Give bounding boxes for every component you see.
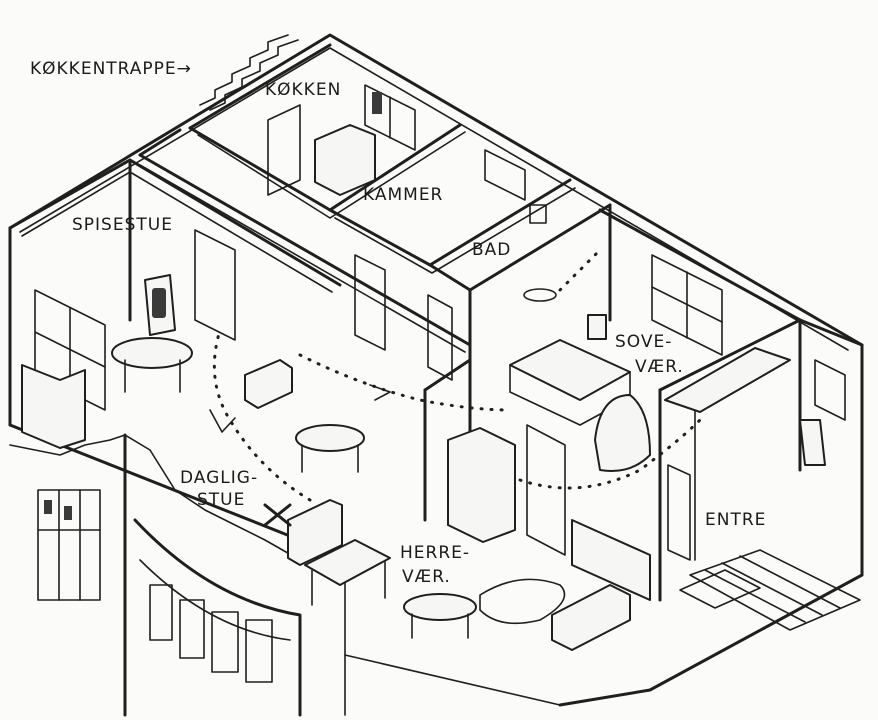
label-living-line2: STUE	[197, 490, 245, 510]
route-arrow-right	[369, 384, 391, 401]
armchair	[594, 394, 651, 472]
sofa	[551, 584, 631, 651]
bedroom-back-wall	[598, 208, 864, 347]
double-bed	[509, 339, 631, 401]
curved-bay	[133, 518, 302, 717]
back-wall-inner	[19, 47, 849, 351]
bay-windows	[149, 584, 273, 683]
partitions	[8, 43, 864, 602]
bay-window-1	[149, 584, 173, 641]
corridor-wall	[138, 153, 472, 347]
route-corridor	[298, 353, 512, 412]
route-bedroom	[518, 418, 702, 490]
entre-door	[667, 464, 691, 561]
kitchen-window	[364, 84, 416, 151]
label-kitchen-stairs: KØKKENTRAPPE→	[30, 59, 192, 79]
floor-front-line	[344, 654, 561, 706]
corridor-top	[138, 128, 182, 157]
chamber-window	[484, 149, 526, 201]
sideboard	[21, 364, 86, 449]
entre-window	[814, 359, 846, 421]
lower-facade	[9, 433, 561, 717]
label-living-line1: DAGLIG-	[180, 468, 258, 488]
doors	[194, 104, 691, 561]
right-floor-edge	[558, 573, 864, 707]
bay-window-2	[179, 599, 205, 659]
kitchen-stairs	[199, 34, 299, 111]
bedroom-front-wall	[658, 318, 802, 392]
route-bath	[558, 248, 602, 292]
nightstand	[587, 314, 607, 340]
label-dining-room: SPISESTUE	[72, 215, 173, 235]
position-marker-x	[263, 503, 292, 527]
washbasin	[523, 288, 557, 302]
label-bedroom-line1: SOVE-	[615, 332, 672, 352]
dining-door	[194, 229, 236, 341]
bay-window-3	[211, 611, 239, 673]
hall-stand	[799, 419, 826, 466]
label-study-line1: HERRE-	[400, 543, 470, 563]
circulation-route	[209, 248, 702, 527]
desk	[287, 499, 343, 566]
study-post-top	[423, 358, 472, 392]
dining-table	[111, 337, 193, 369]
facade-window-left	[37, 489, 101, 601]
kitchen-wall-left	[188, 43, 332, 130]
cutaway-edge	[9, 434, 301, 561]
label-kitchen: KØKKEN	[265, 80, 341, 100]
corridor-door-2	[427, 294, 453, 381]
chamber-front-wall-inner	[334, 187, 576, 274]
curved-bay-inner	[139, 559, 291, 641]
kitchen-door	[267, 104, 301, 196]
back-wall	[8, 33, 864, 347]
dining-back-wall	[8, 158, 342, 287]
bay-window-4	[245, 619, 273, 683]
furniture	[21, 124, 826, 651]
dining-back-wall-inner	[21, 171, 333, 293]
label-bath: BAD	[472, 240, 511, 260]
label-study-line2: VÆR.	[402, 567, 451, 587]
side-cabinet	[244, 359, 293, 409]
bedroom-window	[651, 254, 723, 356]
wardrobe	[447, 427, 516, 543]
hall-bench	[664, 347, 791, 413]
route-arrow-up	[209, 409, 236, 433]
corridor-wall-inner	[139, 164, 466, 353]
bookcase	[571, 519, 651, 601]
door-mat	[679, 569, 761, 609]
label-chamber: KAMMER	[363, 185, 443, 205]
kitchen-front-wall-inner	[197, 131, 466, 219]
room-labels: KØKKENTRAPPE→ KØKKEN KAMMER SPISESTUE BA…	[30, 59, 766, 587]
label-entrance: ENTRE	[705, 510, 766, 530]
label-bedroom-line2: VÆR.	[635, 357, 684, 377]
corridor-door-1	[354, 254, 386, 351]
writing-table	[304, 539, 391, 586]
study-door	[526, 424, 566, 556]
rug	[479, 578, 566, 625]
entrance-stairs	[679, 549, 861, 631]
living-table	[295, 424, 365, 452]
study-table	[403, 593, 477, 621]
kitchen-stove	[314, 124, 376, 196]
bath-heater	[529, 204, 547, 224]
